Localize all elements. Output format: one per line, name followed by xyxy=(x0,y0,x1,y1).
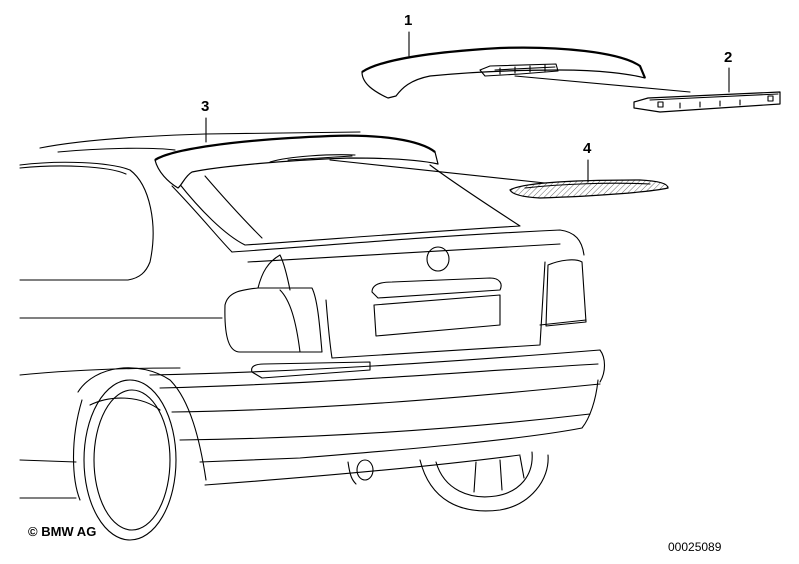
part-1-rear-spoiler xyxy=(361,46,691,99)
callout-leaders xyxy=(205,31,730,183)
part-4-brake-light-lens xyxy=(509,179,669,199)
part-3-rear-spoiler-mounted xyxy=(154,134,546,189)
callout-label-4: 4 xyxy=(583,140,592,157)
copyright-notice: © BMW AG xyxy=(28,524,97,539)
callout-label-2: 2 xyxy=(724,49,733,66)
part-2-third-brake-light xyxy=(633,91,781,113)
callout-label-1: 1 xyxy=(404,12,413,29)
callout-label-3: 3 xyxy=(201,98,210,115)
car-rear-illustration xyxy=(19,131,606,541)
diagram-number: 00025089 xyxy=(668,540,722,554)
